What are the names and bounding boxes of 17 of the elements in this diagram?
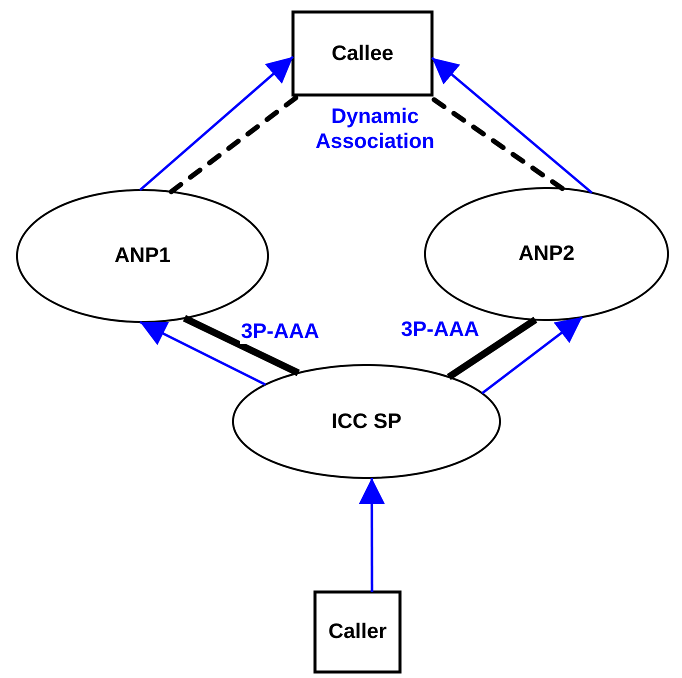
arrow — [431, 56, 593, 194]
node-label: ICC SP — [331, 410, 402, 434]
node-ellipse — [424, 187, 669, 321]
node-label: Callee — [332, 42, 394, 66]
annotation-text: Dynamic Association — [314, 104, 436, 154]
node-label: ANP2 — [518, 242, 575, 266]
process-box — [314, 590, 402, 674]
arrow — [139, 320, 266, 386]
arrow — [358, 478, 385, 592]
arrow — [139, 56, 294, 191]
arrow — [481, 316, 583, 394]
node-label: Caller — [328, 620, 387, 644]
process-box — [292, 10, 434, 96]
node-ellipse — [16, 189, 269, 323]
node-ellipse — [232, 364, 501, 479]
node-label: ANP1 — [114, 244, 171, 268]
edge-label: 3P-AAA — [240, 320, 320, 344]
